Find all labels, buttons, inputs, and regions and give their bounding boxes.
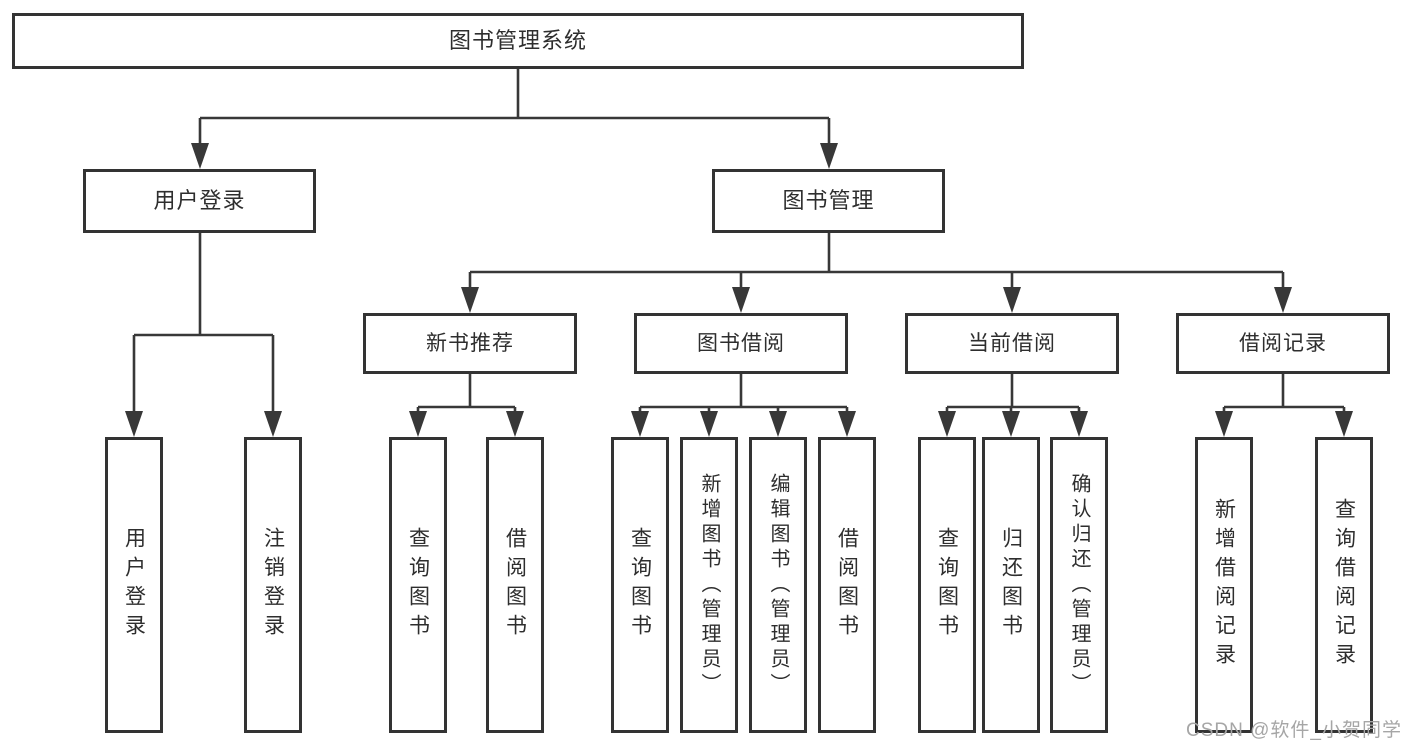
leaf-user-login: 用户登录 (105, 437, 163, 733)
node-new-book-recommendation: 新书推荐 (363, 313, 577, 374)
node-book-management: 图书管理 (712, 169, 945, 233)
leaf-br-add-record: 新增借阅记录 (1195, 437, 1253, 733)
node-book-borrowing: 图书借阅 (634, 313, 848, 374)
leaf-bb-query-books: 查询图书 (611, 437, 669, 733)
leaf-cb-confirm-return-admin: 确认归还（管理员） (1050, 437, 1108, 733)
leaf-bb-add-books-admin: 新增图书（管理员） (680, 437, 738, 733)
leaf-rec-query-books: 查询图书 (389, 437, 447, 733)
leaf-bb-borrow-books: 借阅图书 (818, 437, 876, 733)
node-root-system: 图书管理系统 (12, 13, 1024, 69)
leaf-cb-return-books: 归还图书 (982, 437, 1040, 733)
leaf-br-query-record: 查询借阅记录 (1315, 437, 1373, 733)
node-borrowing-records: 借阅记录 (1176, 313, 1390, 374)
node-current-borrowing: 当前借阅 (905, 313, 1119, 374)
leaf-rec-borrow-books: 借阅图书 (486, 437, 544, 733)
arrowheads (125, 143, 1353, 437)
node-user-login: 用户登录 (83, 169, 316, 233)
leaf-logout: 注销登录 (244, 437, 302, 733)
leaf-bb-edit-books-admin: 编辑图书（管理员） (749, 437, 807, 733)
csdn-watermark: CSDN @软件_小贺同学 (1186, 720, 1402, 741)
leaf-cb-query-books: 查询图书 (918, 437, 976, 733)
